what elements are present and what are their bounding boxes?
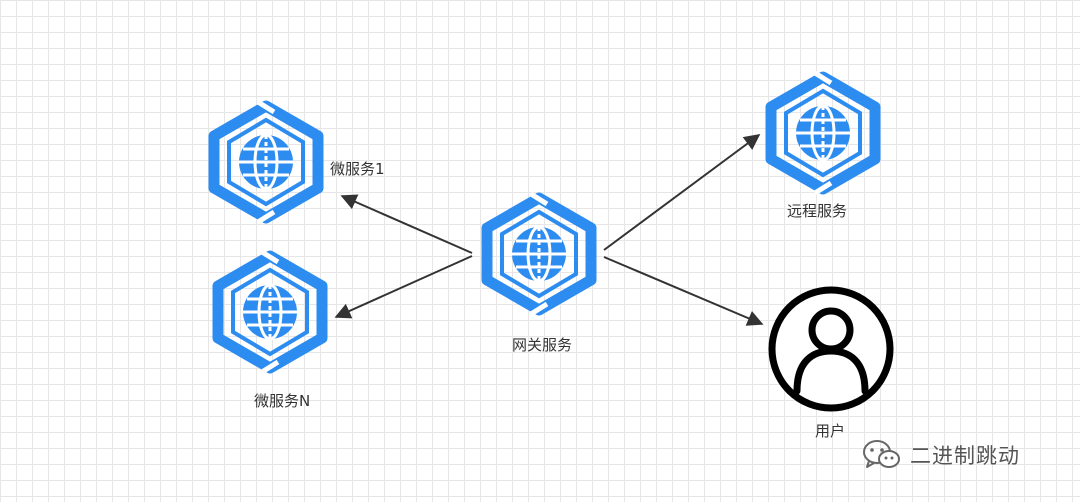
user-circle-icon[interactable] xyxy=(768,286,894,412)
remote-service-globe-hex-icon[interactable] xyxy=(771,73,875,193)
edge-gateway-to-microservice-1 xyxy=(340,194,473,254)
microservice-n-label: 微服务N xyxy=(254,392,311,410)
gateway-globe-hex-icon[interactable] xyxy=(487,194,591,314)
microservice-n-globe-hex-icon[interactable] xyxy=(218,252,322,372)
microservice-1-globe-hex-icon[interactable] xyxy=(214,102,318,222)
remote-service-label: 远程服务 xyxy=(787,202,848,220)
user-label: 用户 xyxy=(815,422,846,440)
watermark-text: 二进制跳动 xyxy=(910,444,1020,468)
wechat-icon xyxy=(863,440,900,468)
edge-gateway-to-remote-service xyxy=(603,134,761,251)
microservice-1-label: 微服务1 xyxy=(330,160,385,178)
watermark: 二进制跳动 xyxy=(862,438,1020,472)
edge-gateway-to-microservice-n xyxy=(334,255,473,319)
edge-gateway-to-user xyxy=(603,256,764,326)
gateway-label: 网关服务 xyxy=(512,336,573,354)
